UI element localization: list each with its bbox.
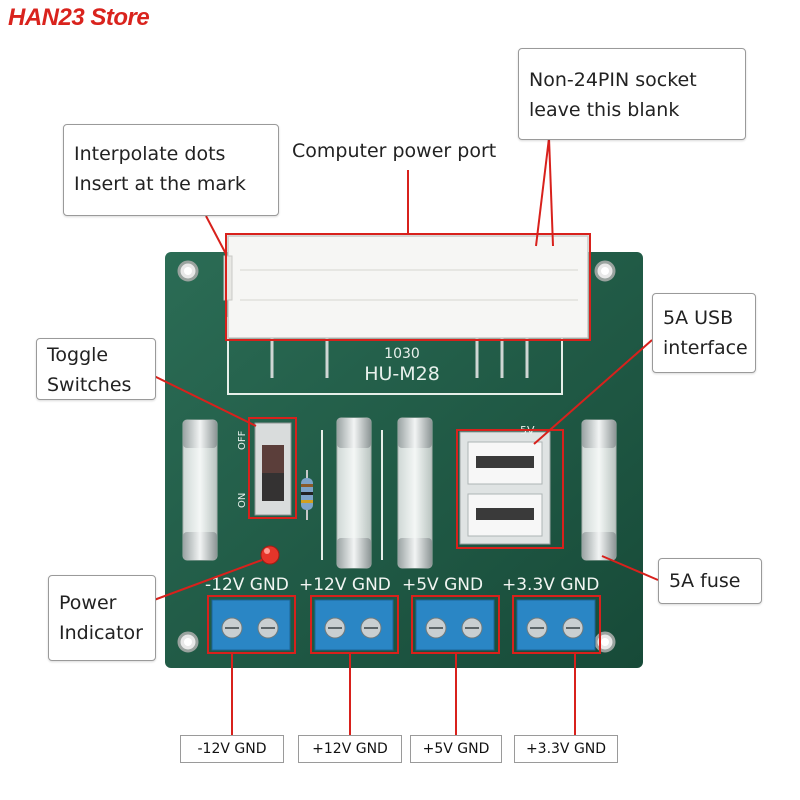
callout-usb-line1: 5A USB bbox=[663, 307, 734, 329]
callout-indicator-line2: Indicator bbox=[59, 622, 143, 644]
terminal-blocks bbox=[211, 599, 596, 651]
callout-non24-line2: leave this blank bbox=[529, 99, 680, 121]
callout-toggle-line2: Switches bbox=[47, 374, 132, 396]
callout-interpolate-line1: Interpolate dots bbox=[74, 143, 226, 165]
bottom-label-neg12: -12V GND bbox=[180, 735, 284, 763]
callout-usb: 5A USB interface bbox=[652, 293, 756, 373]
usb-ports: 5V bbox=[459, 424, 551, 545]
svg-text:+5V GND: +5V GND bbox=[402, 575, 483, 595]
atx-connector bbox=[227, 235, 589, 339]
connector-pins bbox=[270, 338, 529, 378]
callout-toggle: Toggle Switches bbox=[36, 338, 156, 400]
callout-fuse: 5A fuse bbox=[658, 558, 762, 604]
bottom-label-pos12: +12V GND bbox=[298, 735, 402, 763]
board-code: 1030 bbox=[384, 346, 420, 362]
fuses bbox=[182, 417, 617, 569]
power-led bbox=[260, 545, 280, 565]
bottom-label-pos5: +5V GND bbox=[410, 735, 502, 763]
store-watermark: HAN23 Store bbox=[8, 4, 150, 31]
callout-toggle-line1: Toggle bbox=[47, 344, 109, 366]
svg-text:OFF: OFF bbox=[237, 430, 248, 450]
svg-text:ON: ON bbox=[237, 493, 248, 508]
callout-interpolate-line2: Insert at the mark bbox=[74, 173, 246, 195]
callout-indicator-line1: Power bbox=[59, 592, 117, 614]
resistor bbox=[301, 470, 313, 520]
bottom-label-pos33: +3.3V GND bbox=[514, 735, 618, 763]
callout-interpolate: Interpolate dots Insert at the mark bbox=[63, 124, 279, 216]
svg-text:+3.3V GND: +3.3V GND bbox=[502, 575, 599, 595]
callout-usb-line2: interface bbox=[663, 337, 748, 359]
svg-text:-12V GND: -12V GND bbox=[205, 575, 289, 595]
board-model: HU-M28 bbox=[364, 363, 440, 385]
toggle-switch: OFF ON bbox=[237, 422, 292, 516]
callout-indicator: Power Indicator bbox=[48, 575, 156, 661]
svg-text:+12V GND: +12V GND bbox=[299, 575, 391, 595]
callout-power-port: Computer power port bbox=[292, 140, 497, 162]
callout-non24-line1: Non-24PIN socket bbox=[529, 69, 697, 91]
callout-lines bbox=[153, 137, 659, 736]
callout-non24: Non-24PIN socket leave this blank bbox=[518, 48, 746, 140]
callout-fuse-label: 5A fuse bbox=[669, 570, 741, 592]
